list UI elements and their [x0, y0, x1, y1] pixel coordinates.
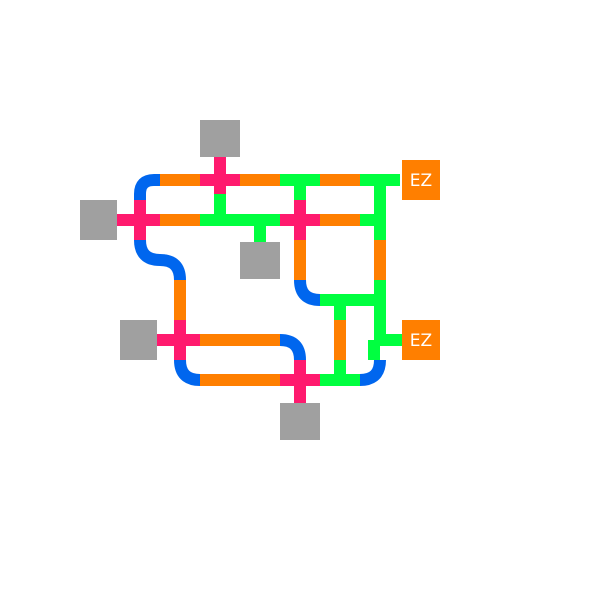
exit-box [402, 320, 440, 360]
block-center[interactable] [240, 242, 280, 279]
junction-center[interactable] [280, 200, 320, 240]
curve-segment[interactable] [279, 334, 306, 361]
block-bottom[interactable] [280, 403, 320, 440]
pink-junctions [117, 157, 320, 403]
exit-label: EZ [410, 171, 432, 191]
curve-segment[interactable] [174, 359, 201, 386]
curve-segment[interactable] [359, 359, 386, 386]
junction-top[interactable] [200, 157, 240, 194]
blue-curves [134, 174, 386, 386]
exit-bottom[interactable]: EZ [402, 320, 440, 360]
curve-segment[interactable] [294, 279, 321, 306]
junction-left-lower[interactable] [157, 320, 200, 360]
exit-box [402, 160, 440, 200]
curve-segment[interactable] [134, 239, 186, 281]
block-left-lower[interactable] [120, 320, 157, 360]
block-top[interactable] [200, 120, 240, 157]
orange-pipes [160, 174, 386, 386]
exit-label: EZ [410, 331, 432, 351]
junction-left[interactable] [117, 200, 160, 240]
curve-segment[interactable] [134, 174, 160, 200]
block-left[interactable] [80, 200, 117, 240]
exit-top[interactable]: EZ [402, 160, 440, 200]
junction-bottom[interactable] [280, 360, 320, 403]
